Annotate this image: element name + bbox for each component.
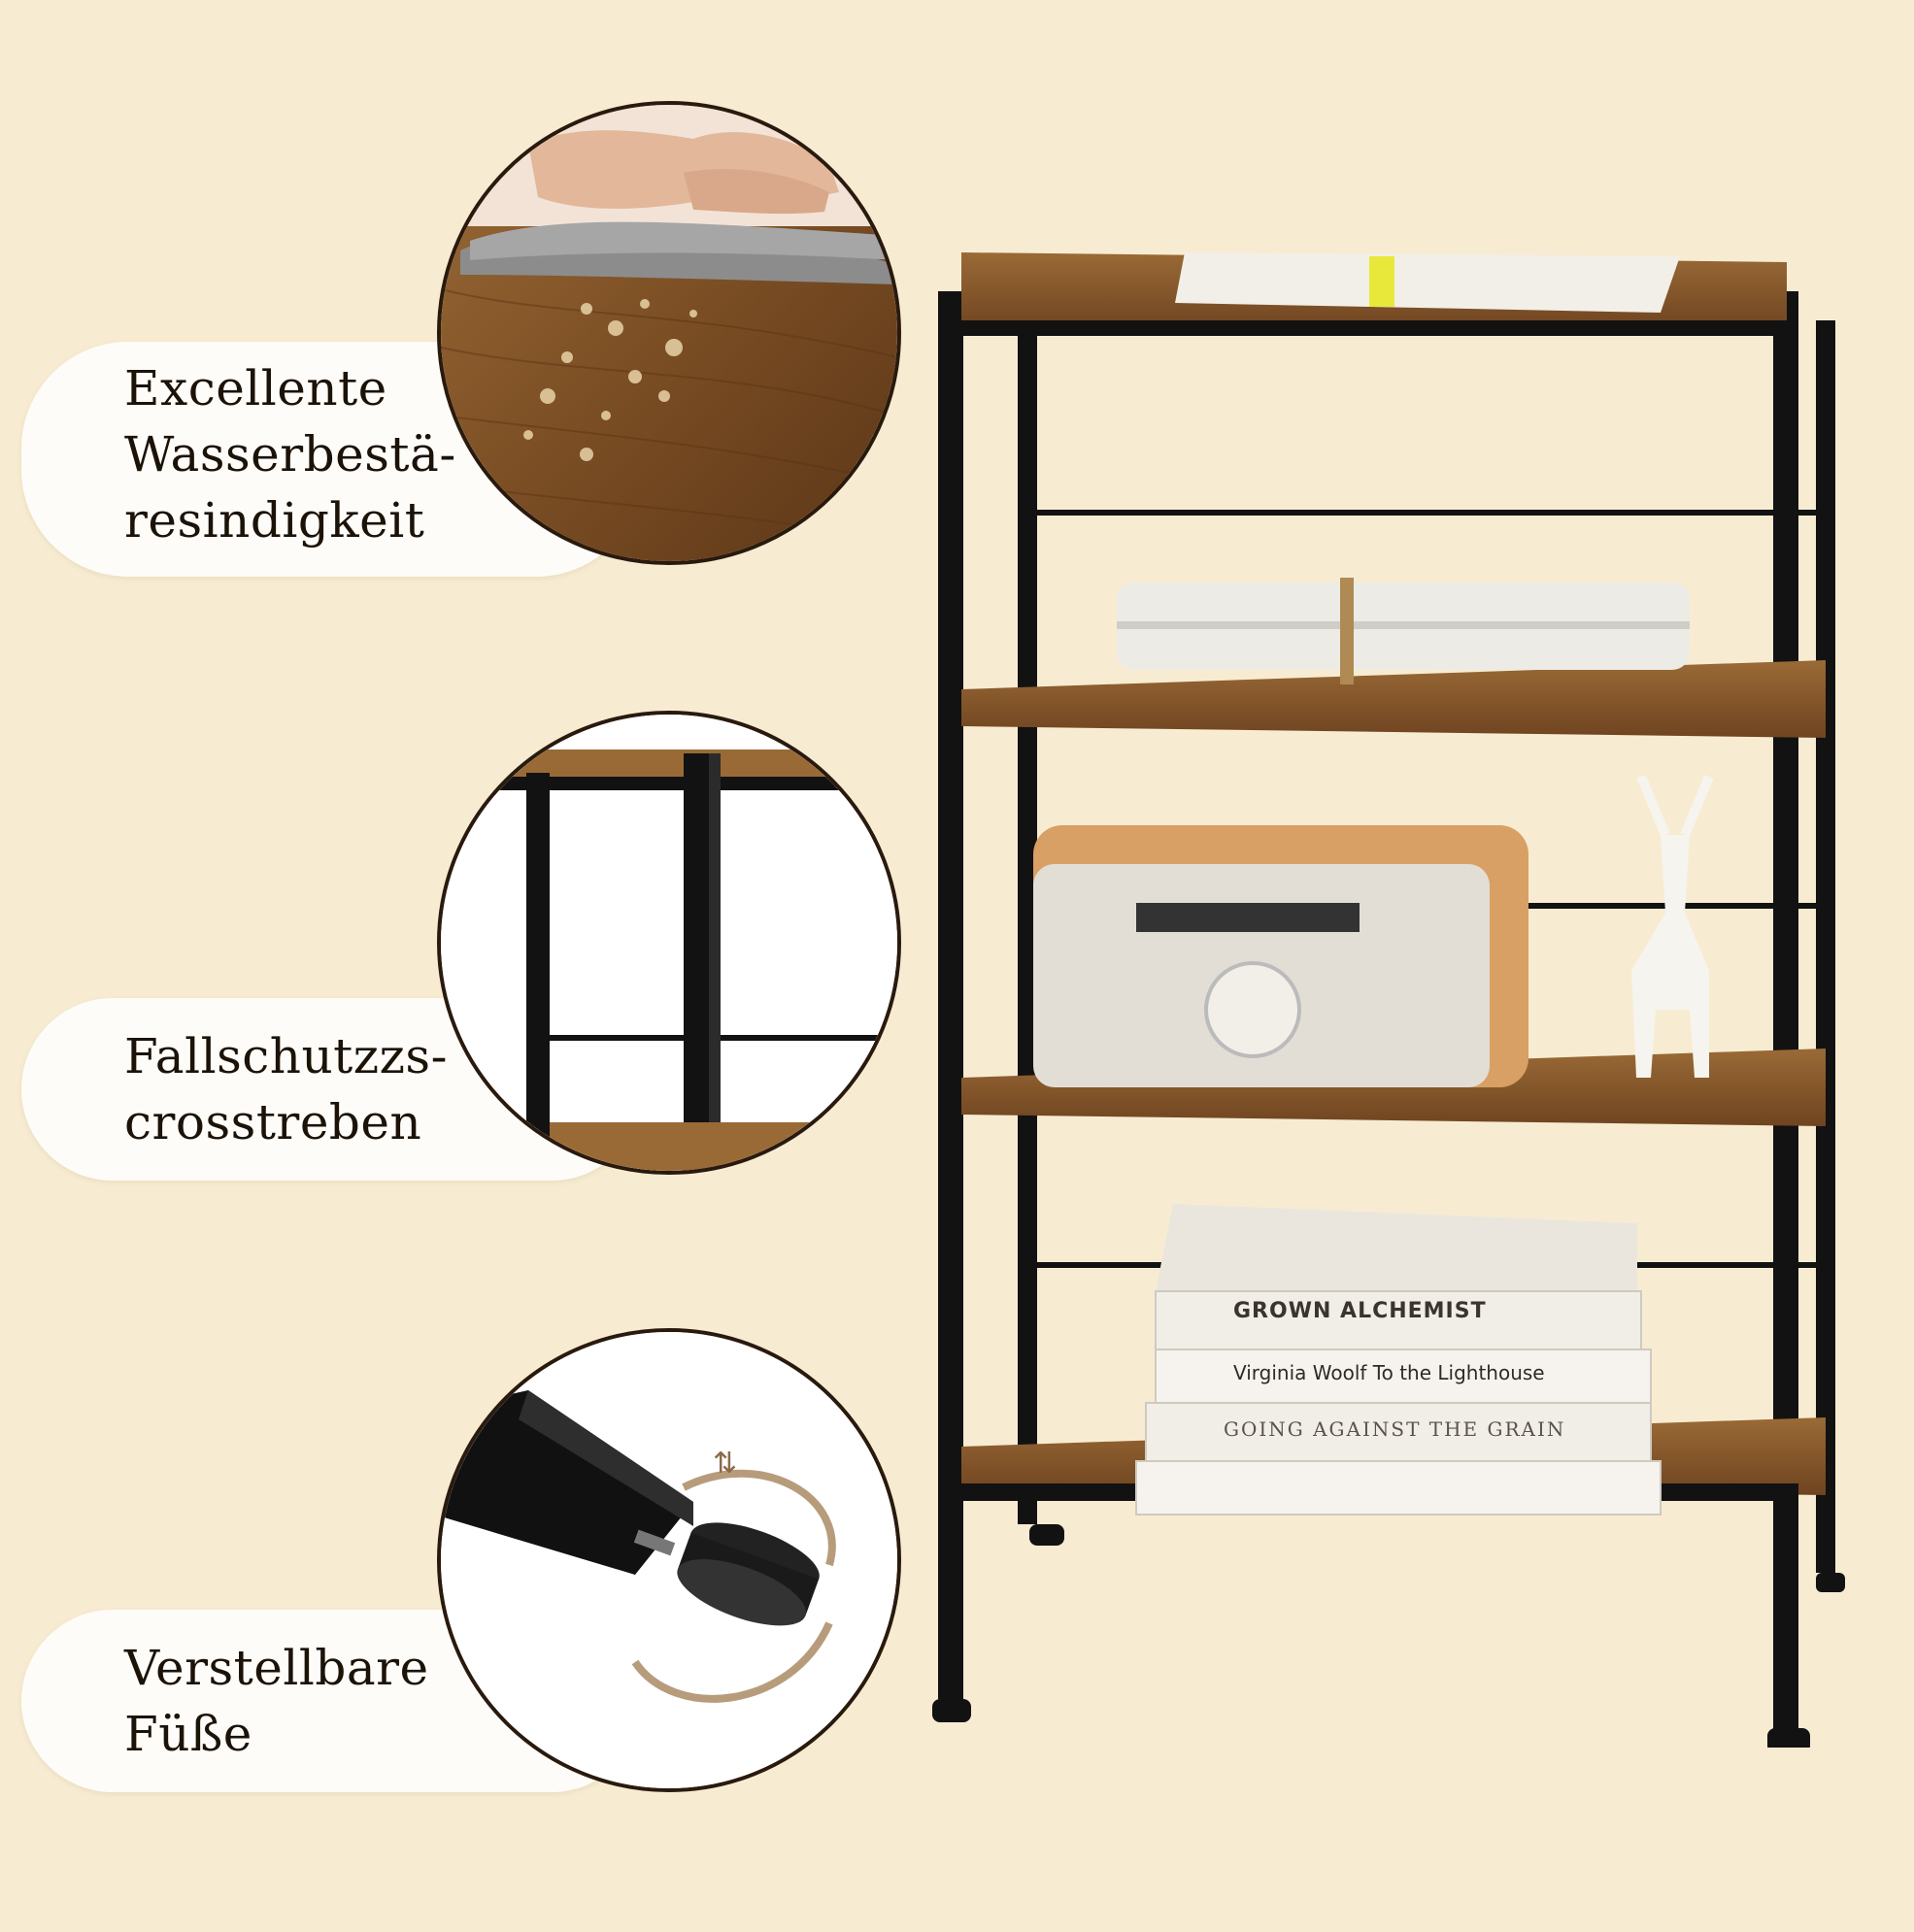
feature-label-anti-tip-braces: Fallschutzzs- crosstreben <box>124 1023 448 1155</box>
feature-line: Fallschutzzs- <box>124 1028 448 1084</box>
book-spine-3: GOING AGAINST THE GRAIN <box>1224 1417 1566 1441</box>
water-resistance-closeup-image <box>437 101 901 565</box>
feature-line: Wasserbestä- <box>124 426 456 483</box>
book-spine-2: Virginia Woolf To the Lighthouse <box>1233 1361 1545 1384</box>
cross-brace-closeup-image <box>437 711 901 1175</box>
feature-label-water-resistance: Excellente Wasserbestä- resindigkeit <box>124 355 456 553</box>
feature-line: Füße <box>124 1706 252 1762</box>
adjustable-feet-closeup-image: ⇅ <box>437 1328 901 1792</box>
svg-text:⇅: ⇅ <box>713 1447 737 1481</box>
feature-line: resindigkeit <box>124 492 425 549</box>
feature-line: Verstellbare <box>124 1640 429 1696</box>
book-spine-1: GROWN ALCHEMIST <box>1233 1299 1487 1323</box>
feature-line: crosstreben <box>124 1094 422 1150</box>
feature-label-adjustable-feet: Verstellbare Füße <box>124 1635 429 1767</box>
bookshelf-product-image: GROWN ALCHEMIST Virginia Woolf To the Li… <box>913 233 1874 1757</box>
feature-line: Excellente <box>124 360 387 416</box>
